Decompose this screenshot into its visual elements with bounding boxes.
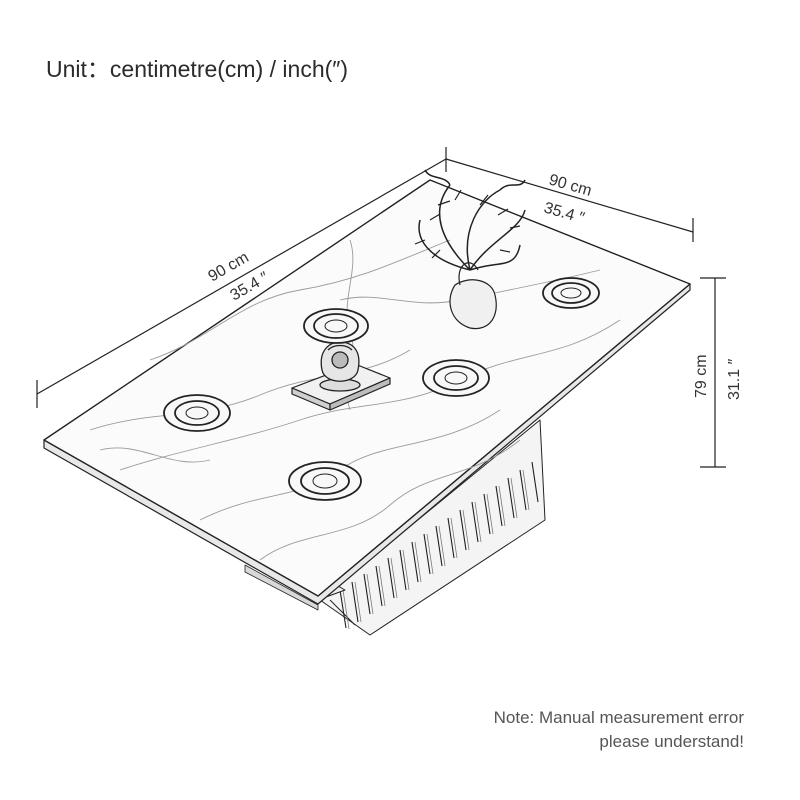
coaster-5	[288, 461, 362, 501]
note-line-2: please understand!	[599, 732, 744, 751]
coaster-1	[542, 277, 600, 309]
dimension-lines	[36, 147, 726, 468]
dim-height-cm: 79 cm	[693, 354, 710, 398]
decor-vase-plant	[414, 169, 526, 330]
note-line-1: Note: Manual measurement error	[493, 708, 744, 727]
fluted-base	[319, 419, 546, 636]
coaster-2	[303, 308, 369, 344]
dim-back-inch: 35.4 ″	[542, 200, 587, 228]
coffee-table	[43, 169, 691, 636]
dim-height-inch: 31.1 ″	[726, 358, 743, 400]
coaster-3	[422, 359, 490, 397]
decor-sculpture	[319, 341, 361, 392]
measurement-note: Note: Manual measurement error please un…	[494, 706, 744, 754]
coaster-4	[163, 394, 231, 432]
unit-title: Unit：centimetre(cm) / inch(″)	[46, 56, 349, 82]
marble-veins	[89, 239, 621, 561]
dim-line-back-width	[445, 158, 694, 233]
dim-line-left-length	[36, 158, 447, 395]
coasters	[163, 277, 600, 501]
